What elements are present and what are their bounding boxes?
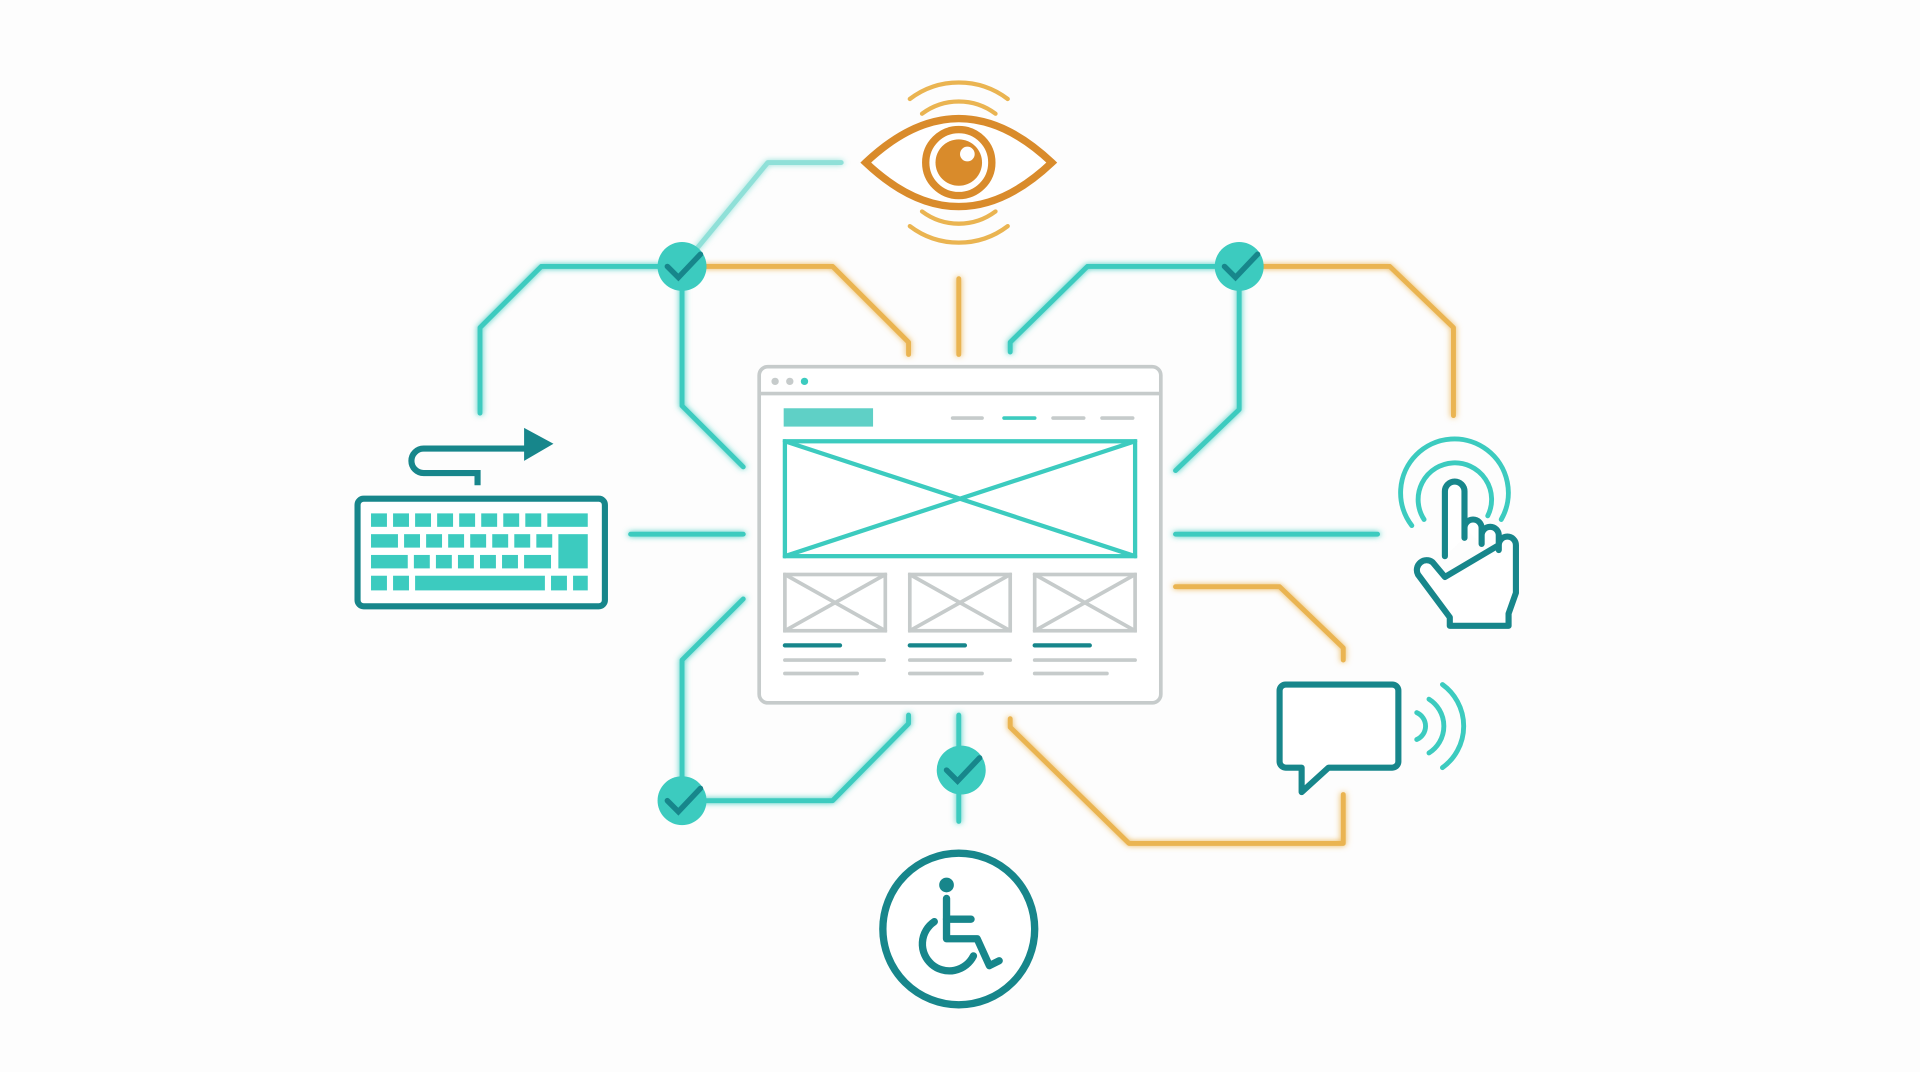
speech-bubble-icon [1276,681,1467,796]
touch-hand-icon [1398,436,1519,629]
checkpoints [657,242,1264,826]
orange-line-topleft [679,264,912,357]
orange-line-right [1173,584,1346,663]
checkmark-icon [936,745,986,795]
teal-line-topright [1007,264,1242,474]
teal-line-topleft-down [679,264,746,470]
browser-wireframe [757,364,1163,705]
orange-line-topright [1236,264,1456,419]
checkmark-icon [657,776,707,826]
sound-waves-icon [1414,682,1467,771]
tab-arrow-icon [408,445,527,486]
teal-line-keyboard-top [477,264,685,416]
teal-line-eye-link [679,160,844,269]
keyboard-icon [354,427,608,610]
checkmark-icon [1214,242,1264,291]
teal-line-bottomleft [679,596,912,804]
checkmark-icon [657,242,707,291]
orange-line-bottomright [1007,716,1346,846]
wheelchair-icon [879,849,1039,1009]
eye-icon [860,80,1058,245]
connector-lines [477,160,1456,846]
